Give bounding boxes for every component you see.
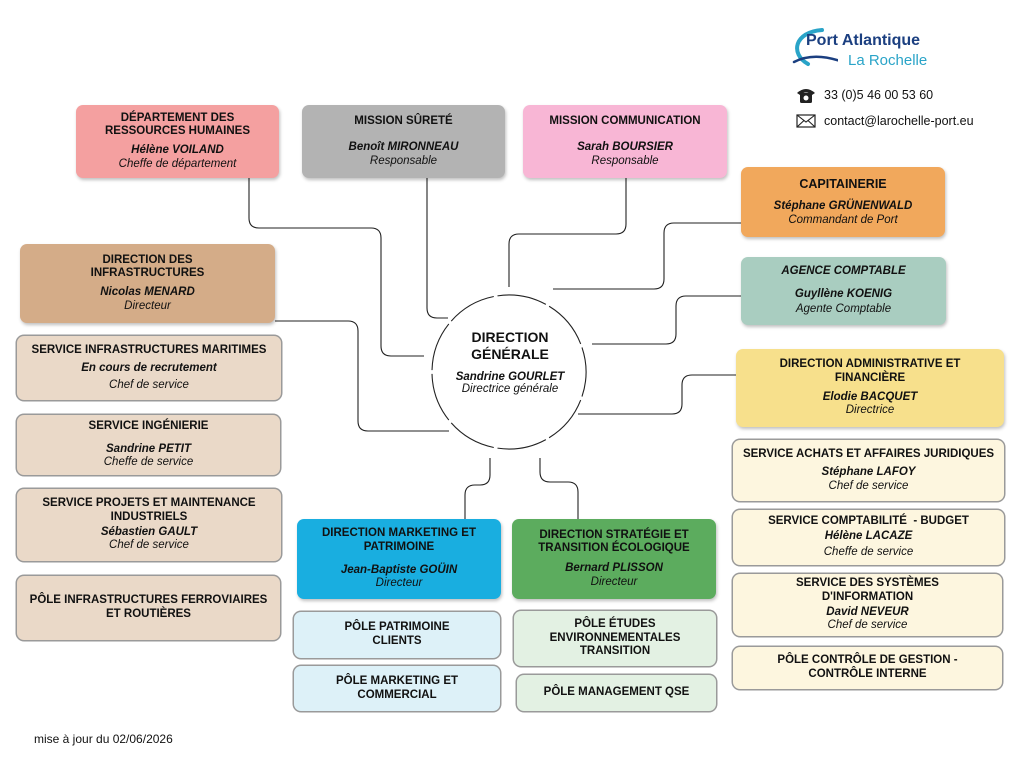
capitainerie-name: Stéphane GRÜNENWALD: [773, 200, 913, 213]
strategie-name: Bernard PLISSON: [565, 562, 663, 574]
capitainerie-title: CAPITAINERIE: [799, 176, 887, 191]
daf-pole-controle-gestion: PÔLE CONTRÔLE DE GESTION -CONTRÔLE INTER…: [733, 647, 1002, 689]
port-swoosh-logo-icon: [792, 28, 838, 66]
marketing-name: Jean-Baptiste GOÜIN: [340, 563, 458, 576]
ring-segment: [548, 305, 582, 345]
infrastructures-role: Directeur: [124, 299, 171, 312]
communication-title: MISSION COMMUNICATION: [549, 114, 701, 127]
daf-service-achats: SERVICE ACHATS ET AFFAIRES JURIDIQUES St…: [733, 440, 1004, 501]
connector-communication: [508, 178, 627, 287]
strategie-pole-management-qse: PÔLE MANAGEMENT QSE: [517, 675, 716, 711]
email-contact: contact@larochelle-port.eu: [796, 113, 974, 129]
direction-generale-ring: [431, 294, 587, 450]
agence-comptable-box: AGENCE COMPTABLE Guyllène KOENIG Agente …: [741, 257, 946, 325]
rh-role: Cheffe de département: [118, 157, 237, 170]
logo-text-line1: Port Atlantique: [806, 32, 921, 49]
logo-text-line2: La Rochelle: [848, 52, 928, 69]
infrastructures-name: Nicolas MENARD: [100, 286, 195, 298]
ring-segment: [581, 347, 587, 397]
connector-surete: [426, 178, 448, 319]
connector-comptable: [592, 295, 742, 345]
capitainerie-box: CAPITAINERIE Stéphane GRÜNENWALD Command…: [741, 167, 945, 237]
agence-comptable-role: Agente Comptable: [795, 303, 892, 316]
ring-segment: [450, 295, 494, 322]
connector-daf: [578, 374, 737, 415]
telephone-icon: [797, 89, 815, 103]
infra-service-maritimes: SERVICE INFRASTRUCTURES MARITIMES En cou…: [17, 336, 281, 400]
connector-infra: [275, 320, 449, 432]
ring-segment: [497, 439, 547, 450]
connector-marketing: [464, 458, 491, 520]
surete-role: Responsable: [369, 154, 438, 167]
envelope-icon: [796, 114, 816, 128]
phone-contact: 33 (0)5 46 00 53 60: [796, 86, 933, 104]
communication-mission-box: MISSION COMMUNICATION Sarah BOURSIER Res…: [523, 105, 727, 178]
direction-generale-name: Sandrine GOURLET: [455, 370, 565, 383]
strategie-role: Directeur: [590, 575, 638, 588]
daf-service-comptabilite: SERVICE COMPTABILITÉ - BUDGET Hélène LAC…: [733, 510, 1004, 565]
phone-number: 33 (0)5 46 00 53 60: [824, 88, 934, 102]
agence-comptable-name: Guyllène KOENIG: [794, 287, 893, 300]
agence-comptable-title: AGENCE COMPTABLE: [781, 265, 906, 278]
update-date: mise à jour du 02/06/2026: [34, 732, 173, 746]
infra-service-ingenierie: SERVICE INGÉNIERIE Sandrine PETIT Cheffe…: [17, 415, 280, 475]
direction-generale-role: Directrice générale: [461, 382, 559, 395]
marketing-role: Directeur: [375, 577, 423, 590]
connector-rh: [248, 178, 424, 357]
surete-mission-box: MISSION SÛRETÉ Benoît MIRONNEAU Responsa…: [302, 105, 505, 178]
connector-capitainerie: [553, 222, 742, 290]
communication-role: Responsable: [591, 154, 659, 167]
ring-segment: [497, 294, 547, 305]
surete-title: MISSION SÛRETÉ: [354, 114, 453, 127]
communication-name: Sarah BOURSIER: [577, 141, 673, 154]
rh-name: Hélène VOILAND: [131, 144, 224, 156]
ring-segment: [431, 373, 450, 421]
direction-generale-title: DIRECTION GÉNÉRALE: [471, 329, 549, 362]
direction-generale: DIRECTION GÉNÉRALE Sandrine GOURLET Dire…: [440, 329, 580, 395]
daf-role: Directrice: [845, 404, 895, 417]
ring-segment: [450, 422, 494, 449]
email-address: contact@larochelle-port.eu: [824, 114, 974, 128]
ring-segment: [431, 323, 450, 371]
connector-strategie: [539, 458, 579, 520]
surete-name: Benoît MIRONNEAU: [348, 141, 459, 154]
capitainerie-role: Commandant de Port: [788, 213, 898, 226]
ring-segment: [548, 399, 582, 439]
daf-name: Elodie BACQUET: [822, 390, 918, 403]
